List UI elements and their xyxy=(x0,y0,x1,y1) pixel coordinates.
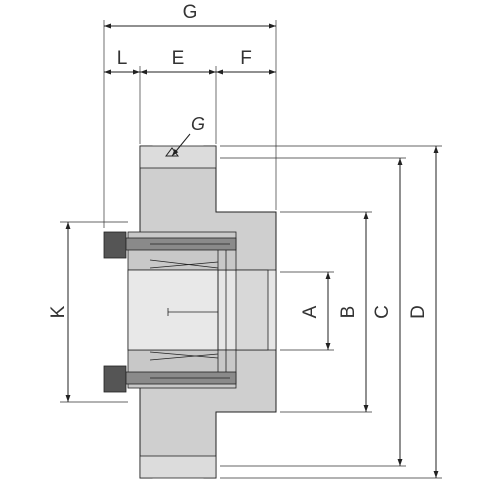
dim-label-d: D xyxy=(408,305,429,319)
dim-label-e: E xyxy=(172,48,185,69)
dim-label-k: K xyxy=(48,305,69,318)
dim-label-l: L xyxy=(117,48,128,69)
hub-body xyxy=(127,145,277,479)
dim-label-a: A xyxy=(300,305,321,318)
g-leader xyxy=(165,133,191,157)
tooth-bottom xyxy=(139,455,217,479)
top-dimensions xyxy=(103,20,277,228)
bore-step xyxy=(235,269,269,351)
locking-sleeve xyxy=(127,269,219,351)
bolt-lower xyxy=(103,365,237,393)
dim-label-f: F xyxy=(240,48,252,69)
bolt-upper xyxy=(103,231,237,259)
right-dimensions xyxy=(220,145,442,479)
dim-label-g-mark: G xyxy=(191,114,205,134)
dim-label-b: B xyxy=(338,306,359,319)
k-dimension xyxy=(60,221,128,403)
dim-label-g-top: G xyxy=(183,2,198,23)
dim-label-c: C xyxy=(372,305,393,319)
tooth-top xyxy=(139,145,217,169)
